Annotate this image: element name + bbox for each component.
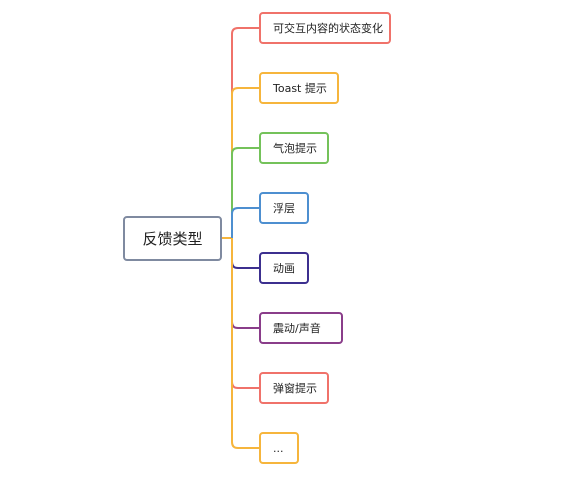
child-node-0[interactable]: 可交互内容的状态变化: [259, 12, 391, 44]
child-node-label: 震动/声音: [273, 322, 321, 335]
child-node-7[interactable]: ...: [259, 432, 299, 464]
child-node-label: 可交互内容的状态变化: [273, 22, 383, 35]
child-node-6[interactable]: 弹窗提示: [259, 372, 329, 404]
branch-connector-7: [231, 238, 259, 449]
root-node-feedback-types[interactable]: 反馈类型: [123, 216, 222, 261]
child-node-label: 动画: [273, 262, 295, 275]
root-node-label: 反馈类型: [142, 230, 203, 248]
branch-connector-1: [231, 87, 259, 238]
child-node-label: 弹窗提示: [273, 382, 317, 395]
child-node-label: ...: [273, 441, 284, 455]
branch-connector-0: [231, 27, 259, 238]
branch-connector-2: [231, 147, 259, 238]
branch-connector-3: [231, 207, 259, 238]
child-node-label: Toast 提示: [273, 82, 327, 95]
child-node-3[interactable]: 浮层: [259, 192, 309, 224]
child-node-1[interactable]: Toast 提示: [259, 72, 339, 104]
branch-connector-4: [231, 238, 259, 269]
child-node-label: 气泡提示: [273, 142, 317, 155]
child-node-4[interactable]: 动画: [259, 252, 309, 284]
child-node-2[interactable]: 气泡提示: [259, 132, 329, 164]
branch-connector-5: [231, 238, 259, 329]
child-node-label: 浮层: [273, 202, 295, 215]
branch-connector-6: [231, 238, 259, 389]
child-node-5[interactable]: 震动/声音: [259, 312, 343, 344]
